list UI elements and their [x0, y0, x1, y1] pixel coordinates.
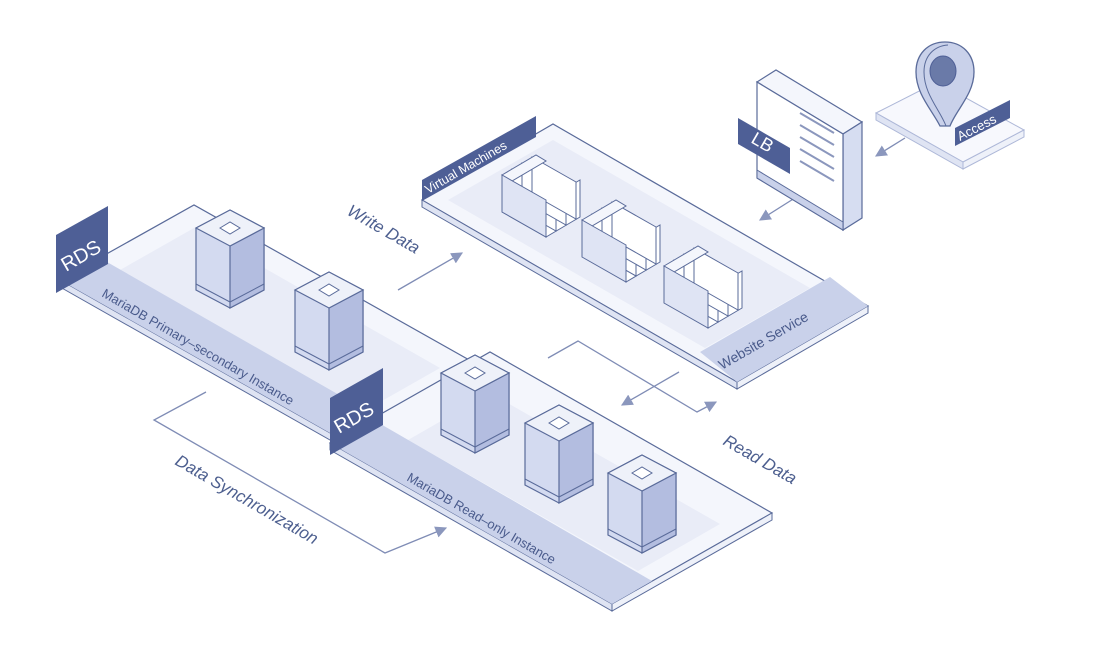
database-icon: [194, 209, 266, 309]
database-icon: [523, 404, 595, 504]
vm-tag: [422, 116, 536, 201]
virtual-machines-panel: Website Service Virtual Machines: [420, 116, 870, 390]
access-tag: [955, 100, 1010, 146]
write-data-line: [397, 252, 464, 291]
lb-to-vm-arrow: [759, 195, 799, 221]
access-to-lb-arrow: [875, 137, 906, 157]
database-icon: [293, 271, 365, 371]
server-stack-icon: [501, 154, 581, 238]
rds-readonly-tag: [330, 368, 383, 455]
read-data-line-upper: [547, 340, 718, 413]
connectors: [152, 137, 906, 554]
server-stack-icon: [581, 199, 661, 283]
access-node: Access: [874, 41, 1026, 170]
database-icon: [606, 454, 678, 554]
write-data-label: Write Data: [344, 201, 423, 258]
database-icon: [439, 354, 511, 454]
data-sync-label: Data Synchronization: [172, 451, 321, 548]
read-data-label: Read Data: [720, 431, 800, 488]
load-balancer-icon: LB: [738, 69, 864, 232]
lb-tag: [738, 118, 790, 174]
data-sync-line: [152, 391, 448, 554]
server-stack-icon: [663, 245, 743, 329]
rds-primary-tag: [56, 206, 108, 293]
map-pin-icon: [915, 41, 975, 127]
read-data-line-lower: [620, 371, 680, 406]
